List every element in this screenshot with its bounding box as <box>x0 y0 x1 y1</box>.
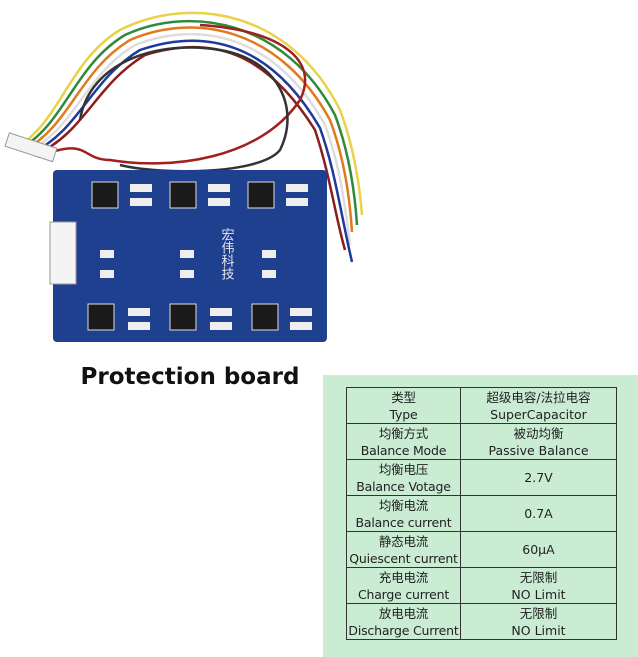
value-en: SuperCapacitor <box>490 406 587 422</box>
spec-value: 0.7A <box>460 495 617 532</box>
label-en: Balance Mode <box>360 442 447 458</box>
spec-value: 2.7V <box>460 459 617 496</box>
label-en: Quiescent current <box>349 550 458 566</box>
value-en: NO Limit <box>511 622 566 638</box>
label-cn: 均衡电流 <box>378 497 429 513</box>
value-en: NO Limit <box>511 586 566 602</box>
pcb-board: 宏伟科技 <box>49 170 327 342</box>
label-en: Discharge Current <box>348 622 459 638</box>
value-en: 0.7A <box>524 506 553 521</box>
spec-value: 60μA <box>460 531 617 568</box>
label-cn: 均衡方式 <box>378 425 429 441</box>
label-cn: 放电电流 <box>378 605 429 621</box>
label-en: Balance current <box>355 514 452 530</box>
svg-text:宏伟科技: 宏伟科技 <box>219 228 235 280</box>
value-cn: 超级电容/法拉电容 <box>486 389 591 405</box>
label-cn: 均衡电压 <box>378 461 429 477</box>
protection-board-image: 宏伟科技 <box>4 11 364 342</box>
label-cn: 静态电流 <box>378 533 429 549</box>
value-cn: 被动均衡 <box>513 425 564 441</box>
value-en: Passive Balance <box>488 442 589 458</box>
caption: Protection board <box>80 364 300 390</box>
label-cn: 类型 <box>391 389 416 405</box>
value-en: 60μA <box>522 542 555 557</box>
value-en: 2.7V <box>524 470 553 485</box>
label-en: Balance Votage <box>356 478 451 494</box>
value-cn: 无限制 <box>519 605 558 621</box>
label-en: Charge current <box>357 586 450 602</box>
wire-connector <box>4 132 58 163</box>
wire-harness <box>19 11 364 263</box>
label-cn: 充电电流 <box>378 569 429 585</box>
label-en: Type <box>389 406 418 422</box>
value-cn: 无限制 <box>519 569 558 585</box>
